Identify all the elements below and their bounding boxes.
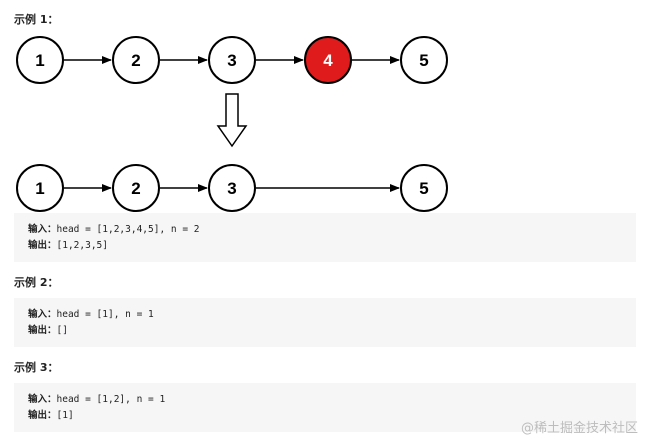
example-3-title: 示例 3： [14,361,59,374]
output-label: 输出： [28,240,57,251]
after-node-2-label: 2 [131,179,140,198]
output-value: [1] [56,410,74,421]
after-node-5: 5 [400,164,448,212]
before-node-5-label: 5 [419,51,428,70]
down-arrow-icon [216,93,248,148]
example-3-codebox: 输入：head = [1,2], n = 1 输出：[1] [14,383,636,432]
example-3-input-line: 输入：head = [1,2], n = 1 [28,392,636,408]
input-value: head = [1], n = 1 [56,309,154,320]
before-node-2-label: 2 [131,51,140,70]
after-node-5-label: 5 [419,179,428,198]
example-2-title: 示例 2： [14,276,59,289]
example-1-output-line: 输出：[1,2,3,5] [28,238,636,254]
input-label: 输入： [28,309,57,320]
before-node-2: 2 [112,36,160,84]
before-node-1-label: 1 [35,51,44,70]
example-2-input-line: 输入：head = [1], n = 1 [28,307,636,323]
watermark: @稀土掘金技术社区 [520,421,638,436]
removed-node-label: 4 [323,51,333,70]
example-2-codebox: 输入：head = [1], n = 1 输出：[] [14,298,636,347]
output-label: 输出： [28,410,57,421]
before-node-3-label: 3 [227,51,236,70]
linked-list-diagram: 1 2 3 4 5 1 2 3 5 [16,36,448,212]
after-node-3-label: 3 [227,179,236,198]
before-node-5: 5 [400,36,448,84]
removed-node-4: 4 [304,36,352,84]
example-1-title: 示例 1： [14,13,59,26]
example-3-output-line: 输出：[1] [28,408,636,424]
after-node-1: 1 [16,164,64,212]
after-node-1-label: 1 [35,179,44,198]
after-node-3: 3 [208,164,256,212]
after-node-2: 2 [112,164,160,212]
input-value: head = [1,2], n = 1 [56,394,166,405]
before-node-3: 3 [208,36,256,84]
before-node-1: 1 [16,36,64,84]
example-2-output-line: 输出：[] [28,323,636,339]
input-label: 输入： [28,394,57,405]
output-value: [1,2,3,5] [56,240,108,251]
input-label: 输入： [28,224,57,235]
output-label: 输出： [28,325,57,336]
example-1-codebox: 输入：head = [1,2,3,4,5], n = 2 输出：[1,2,3,5… [14,213,636,262]
output-value: [] [56,325,68,336]
input-value: head = [1,2,3,4,5], n = 2 [56,224,200,235]
example-1-input-line: 输入：head = [1,2,3,4,5], n = 2 [28,222,636,238]
